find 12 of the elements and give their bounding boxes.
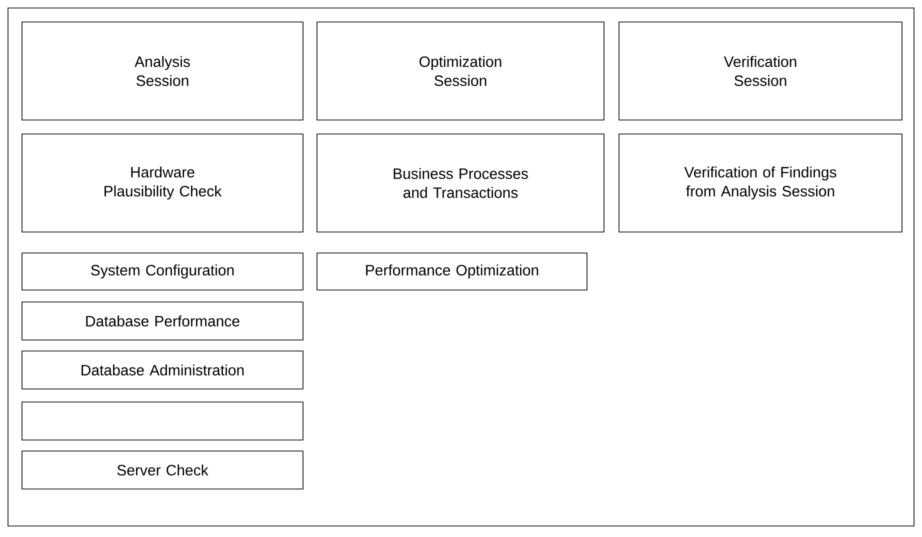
session-box: Verification Session bbox=[618, 22, 902, 120]
module-box: Performance Optimization bbox=[316, 252, 588, 290]
session-box: Hardware Plausibility Check bbox=[22, 134, 304, 232]
session-box: Analysis Session bbox=[22, 22, 304, 120]
empty-box bbox=[22, 402, 304, 440]
session-box: Business Processes and Transactions bbox=[316, 134, 604, 232]
module-box: System Configuration bbox=[22, 252, 304, 290]
session-box: Verification of Findings from Analysis Session bbox=[618, 134, 902, 232]
module-box: Database Performance bbox=[22, 302, 304, 340]
module-box: Database Administration bbox=[22, 350, 304, 390]
session-box: Optimization Session bbox=[316, 22, 604, 120]
module-box: Server Check bbox=[22, 450, 304, 490]
